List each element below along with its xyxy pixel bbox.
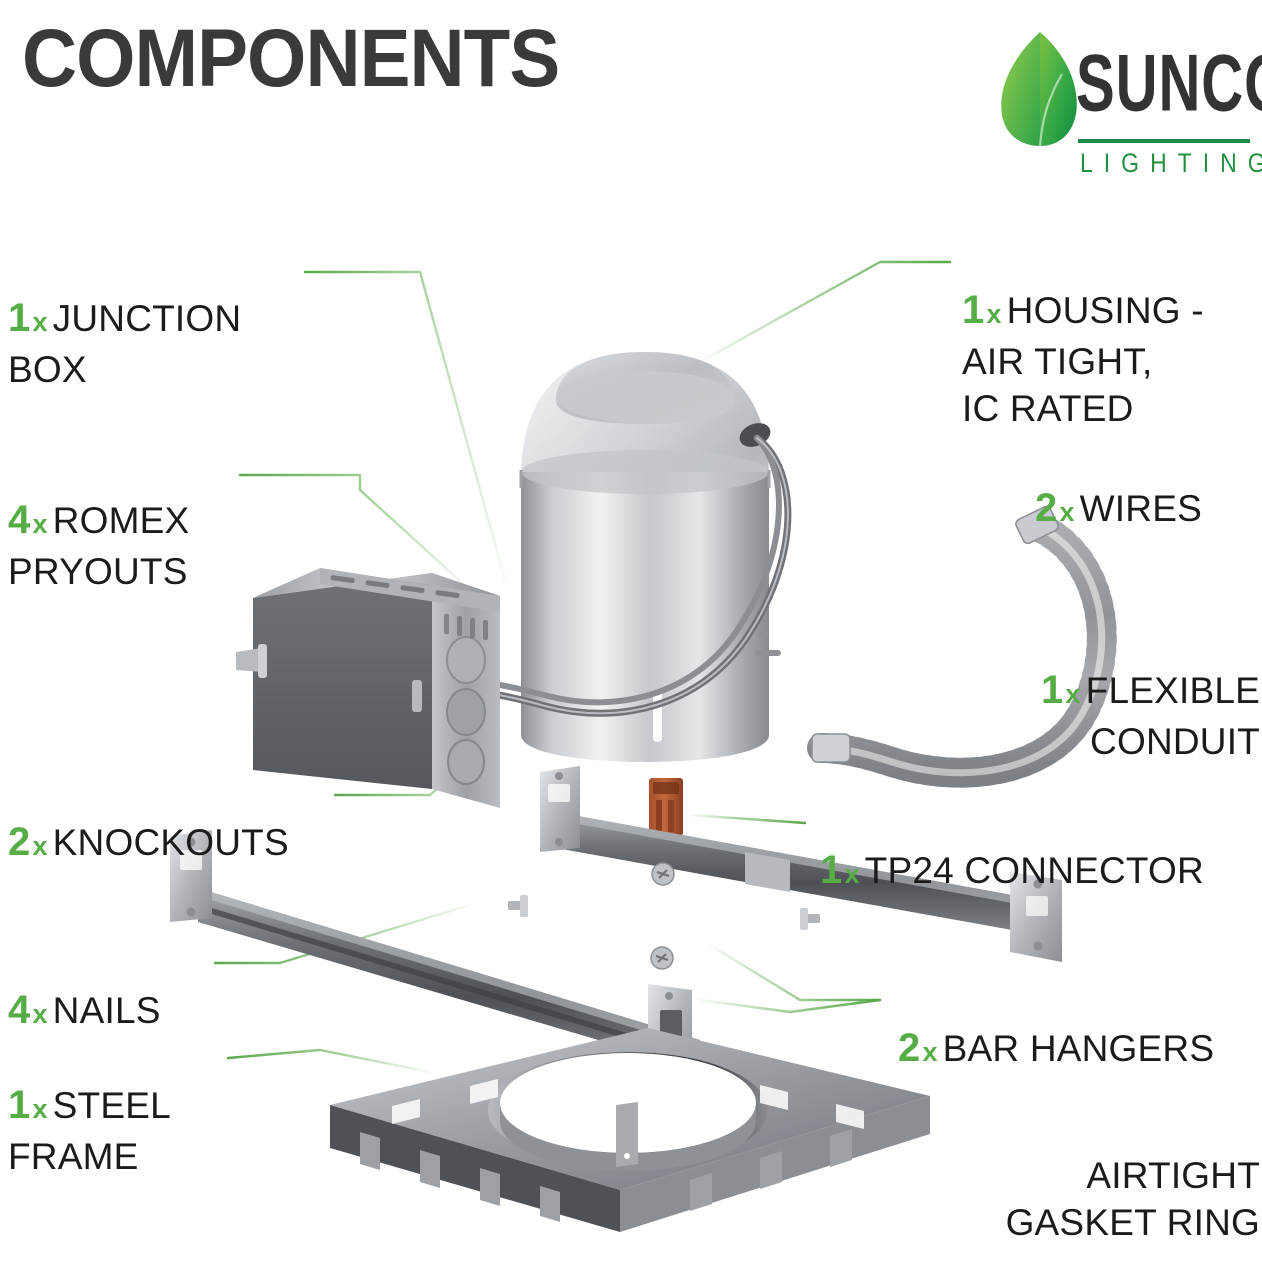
- callout-times: x: [32, 509, 48, 539]
- callout-label: FLEXIBLE CONDUIT: [1085, 670, 1260, 762]
- leader-nails: [213, 903, 472, 965]
- callout-label: JUNCTION BOX: [8, 298, 242, 390]
- leader-junction-box: [303, 270, 507, 582]
- callout-label: BAR HANGERS: [942, 1028, 1215, 1069]
- logo-divider: [1078, 139, 1250, 143]
- callout-label: AIRTIGHT GASKET RING: [1005, 1155, 1260, 1243]
- bar-hanger-upper-part: [540, 766, 1062, 962]
- knockout-circle: [446, 688, 486, 736]
- callout-times: x: [32, 307, 48, 337]
- callout-qty: 2: [898, 1026, 921, 1070]
- tp24-connector-part: [649, 778, 683, 836]
- callout-label: WIRES: [1079, 488, 1202, 529]
- leader-romex: [238, 473, 472, 592]
- leaf-icon: [1001, 32, 1077, 147]
- steel-frame-part: [330, 1028, 930, 1232]
- callout-airtight-gasket-ring: AIRTIGHT GASKET RING: [940, 1105, 1260, 1246]
- page-title: COMPONENTS: [22, 13, 560, 104]
- callout-label: HOUSING - AIR TIGHT, IC RATED: [962, 290, 1204, 429]
- sunco-logo: SUNCO LIGHTING: [992, 26, 1262, 186]
- housing-part: [519, 352, 781, 762]
- callout-times: x: [32, 999, 48, 1029]
- callout-qty: 1: [8, 296, 31, 340]
- callout-qty: 1: [8, 1083, 31, 1127]
- logo-brand: SUNCO: [1076, 37, 1262, 128]
- leader-steel-frame: [226, 1048, 432, 1074]
- knockout-circle: [447, 739, 485, 785]
- callout-times: x: [844, 859, 860, 889]
- callout-qty: 4: [8, 498, 31, 542]
- callout-qty: 1: [962, 288, 985, 332]
- callout-qty: 4: [8, 988, 31, 1032]
- callout-times: x: [1059, 497, 1075, 527]
- flexible-conduit-part: [807, 505, 1117, 788]
- leader-tp24: [688, 813, 807, 825]
- callout-times: x: [986, 299, 1002, 329]
- callout-qty: 2: [8, 820, 31, 864]
- callout-qty: 1: [1040, 668, 1064, 712]
- callout-label: KNOCKOUTS: [52, 822, 289, 863]
- logo-tagline: LIGHTING: [1080, 147, 1262, 178]
- leader-bar-hanger-lower: [698, 998, 882, 1014]
- leader-housing: [698, 260, 952, 364]
- callout-label: TP24 CONNECTOR: [864, 850, 1204, 891]
- callout-times: x: [1065, 679, 1081, 709]
- callout-times: x: [922, 1037, 938, 1067]
- leader-bar-hanger-upper: [708, 943, 882, 1002]
- junction-box-part: [236, 568, 500, 808]
- knockout-circle: [446, 636, 486, 684]
- callout-times: x: [32, 1094, 48, 1124]
- nails-part: [508, 895, 820, 970]
- callout-qty: 1: [820, 848, 843, 892]
- callout-label: STEEL FRAME: [8, 1085, 171, 1177]
- wires-part: [474, 434, 792, 717]
- callout-qty: 2: [1035, 486, 1058, 530]
- callout-label: NAILS: [52, 990, 161, 1031]
- callout-times: x: [32, 831, 48, 861]
- callout-label: ROMEX PRYOUTS: [8, 500, 190, 592]
